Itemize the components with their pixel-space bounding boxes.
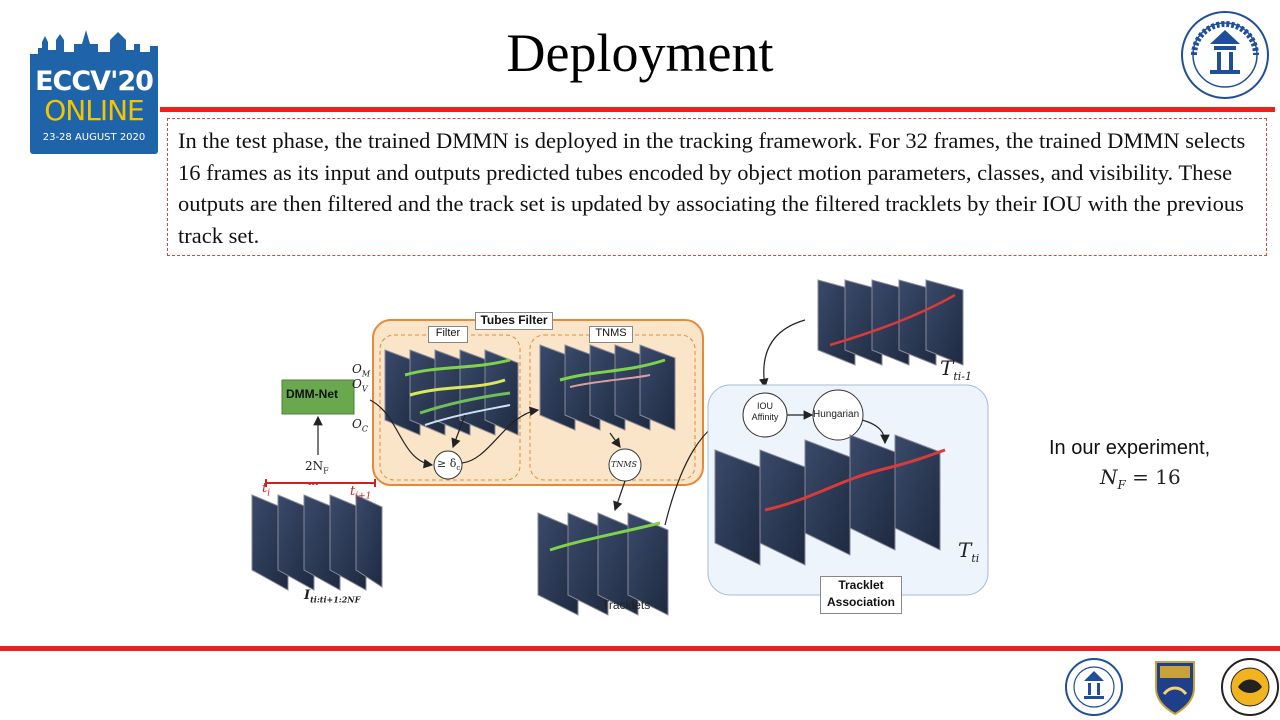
ellipsis-label: ••• xyxy=(308,479,319,490)
slide-title: Deployment xyxy=(506,23,774,83)
prev-track-frames xyxy=(817,279,964,366)
tnms-frames xyxy=(539,344,676,431)
university-seal-small-icon xyxy=(1065,658,1123,716)
filter-label: Filter xyxy=(428,326,468,343)
description-box: In the test phase, the trained DMMN is d… xyxy=(167,118,1267,256)
experiment-value: NF = 16 xyxy=(1100,465,1181,492)
eccv-badge xyxy=(30,60,158,154)
ucf-seal-icon xyxy=(1221,658,1279,716)
bottom-rule xyxy=(0,646,1280,651)
current-track-frames xyxy=(714,434,946,566)
skyline-icon xyxy=(30,30,158,68)
top-rule xyxy=(160,107,1275,112)
logo-line-3: 23-28 AUGUST 2020 xyxy=(42,132,146,143)
logo-line-1: ECCV'20 xyxy=(35,66,154,97)
input-frames-label: Iti:ti+1:2NF xyxy=(304,588,361,605)
tnms-label: TNMS xyxy=(589,326,633,343)
tracking-diagram xyxy=(251,279,989,616)
t-i1-label: ti+1 xyxy=(350,484,372,502)
hungarian-label: Hungarian xyxy=(813,409,860,420)
experiment-note: In our experiment, xyxy=(1049,437,1211,459)
eccv-logo: ECCV'20 ONLINE 23-28 AUGUST 2020 xyxy=(30,28,160,156)
university-seal-icon xyxy=(1181,11,1269,99)
shield-crest-icon xyxy=(1155,661,1195,716)
prev-track-set-label: Tti-1 xyxy=(940,356,972,383)
filter-frames xyxy=(384,349,519,436)
tubes-filter-label: Tubes Filter xyxy=(475,312,553,330)
threshold-label: ≥ δc xyxy=(437,457,461,473)
output-visibility-label: OV xyxy=(352,377,368,394)
output-motion-label: OM xyxy=(352,362,371,379)
description-text: In the test phase, the trained DMMN is d… xyxy=(178,128,1246,248)
input-frames xyxy=(251,494,383,591)
current-track-set-label: Tti xyxy=(958,538,980,565)
logo-line-2: ONLINE xyxy=(44,94,144,127)
two-nf-label: 2NF xyxy=(305,459,329,476)
tnms-node-label: TNMS xyxy=(611,460,638,469)
tracklets-label: Tracklets xyxy=(602,598,651,612)
tracklets-frames xyxy=(537,512,669,616)
dmm-net-label: DMM-Net xyxy=(286,387,338,401)
t-i-label: ti xyxy=(262,481,271,499)
output-class-label: OC xyxy=(352,417,368,434)
